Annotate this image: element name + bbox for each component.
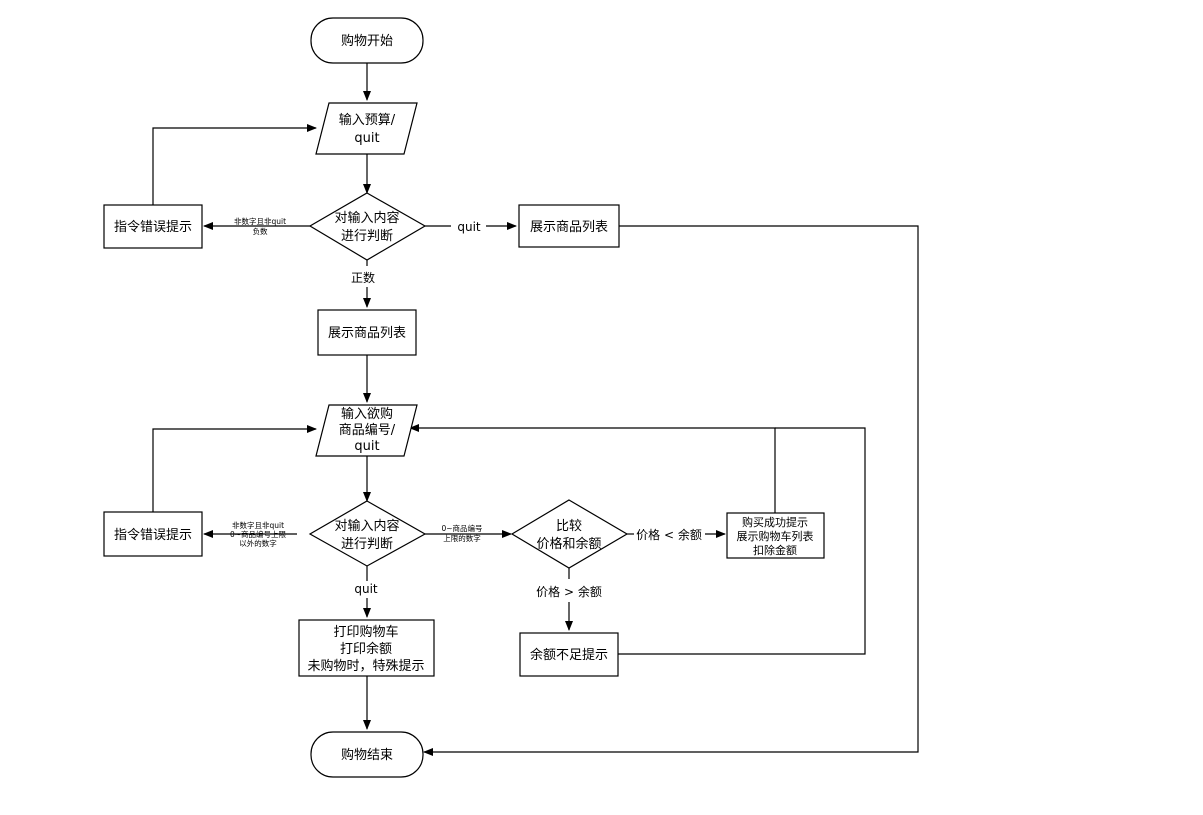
node-input-item-line-2: 商品编号/ [339, 423, 396, 438]
node-print-line-2: 打印余额 [340, 641, 392, 657]
node-list-right: 展示商品列表 [518, 204, 620, 248]
edge-label-item-invalid-line-2: 0~商品编号上限 [230, 529, 287, 539]
process-shape [726, 512, 825, 559]
node-compare-line-1: 比较 [556, 519, 582, 534]
node-insufficient: 余额不足提示 [519, 632, 619, 677]
node-input-budget-line-2: quit [354, 131, 379, 146]
edges [152, 63, 919, 756]
node-compare: 比较 价格和余额 [510, 499, 629, 569]
node-error-bottom-label: 指令错误提示 [114, 527, 192, 543]
node-success-line-1: 购买成功提示 [742, 515, 808, 529]
node-list-right-label: 展示商品列表 [530, 220, 608, 235]
edge-label-budget-invalid-line-1: 非数字且非quit [234, 216, 286, 226]
node-input-item-line-1: 输入欲购 [341, 406, 393, 422]
node-input-budget-line-1: 输入预算/ [339, 112, 396, 128]
node-end: 购物结束 [310, 731, 424, 778]
node-list-main: 展示商品列表 [317, 309, 417, 356]
node-error-bottom: 指令错误提示 [103, 511, 203, 557]
node-insufficient-label: 余额不足提示 [530, 647, 608, 663]
node-start-label: 购物开始 [341, 33, 393, 49]
edge-error-bottom-to-input-item [152, 425, 317, 512]
node-print-line-3: 未购物时，特殊提示 [307, 658, 424, 674]
edge-label-item-quit: quit [354, 582, 378, 596]
node-print-line-1: 打印购物车 [333, 624, 398, 640]
node-judge-item: 对输入内容 进行判断 [308, 500, 427, 567]
node-end-label: 购物结束 [341, 747, 393, 763]
node-judge-budget: 对输入内容 进行判断 [308, 192, 427, 261]
node-input-item-line-3: quit [354, 439, 379, 454]
process-shape [317, 309, 417, 356]
edge-label-budget-quit: quit [457, 220, 481, 234]
node-judge-budget-line-1: 对输入内容 [334, 210, 399, 226]
node-error-top: 指令错误提示 [103, 204, 203, 249]
edge-label-price-lt: 价格 < 余额 [636, 527, 702, 542]
edge-label-item-valid-line-2: 上限的数字 [443, 533, 481, 543]
node-compare-line-2: 价格和余额 [536, 536, 601, 552]
node-success-line-2: 展示购物车列表 [737, 529, 814, 543]
node-print: 打印购物车 打印余额 未购物时，特殊提示 [298, 619, 435, 677]
process-shape [518, 204, 620, 248]
edge-label-budget-invalid-line-2: 负数 [253, 226, 268, 236]
process-shape [298, 619, 435, 677]
terminator-shape [310, 17, 424, 64]
node-judge-item-line-1: 对输入内容 [334, 518, 399, 534]
parallelogram-shape [315, 102, 418, 155]
edge-labels: 非数字且非quit 负数 quit 正数 非数字且非quit 0~商品编号上限 … [230, 216, 702, 599]
node-start: 购物开始 [310, 17, 424, 64]
edge-insufficient-to-input-item [618, 427, 866, 655]
node-error-top-label: 指令错误提示 [114, 219, 192, 235]
edge-label-item-valid-line-1: 0~商品编号 [441, 523, 482, 533]
decision-shape [308, 500, 427, 567]
edge-label-budget-positive: 正数 [351, 270, 375, 285]
decision-shape [510, 499, 629, 569]
edge-label-price-gt: 价格 > 余额 [536, 584, 602, 599]
node-list-main-label: 展示商品列表 [328, 326, 406, 341]
process-shape [103, 511, 203, 557]
process-shape [103, 204, 203, 249]
node-success: 购买成功提示 展示购物车列表 扣除金额 [726, 512, 825, 559]
node-input-item: 输入欲购 商品编号/ quit [315, 404, 418, 457]
process-shape [519, 632, 619, 677]
node-success-line-3: 扣除金额 [753, 543, 797, 557]
edge-label-item-invalid-line-3: 以外的数字 [239, 538, 277, 548]
parallelogram-shape [315, 404, 418, 457]
edge-list-right-to-end [423, 225, 919, 756]
node-input-budget: 输入预算/ quit [315, 102, 418, 155]
edge-success-to-input-item [409, 424, 776, 513]
edge-label-item-invalid-line-1: 非数字且非quit [232, 520, 284, 530]
terminator-shape [310, 731, 424, 778]
node-judge-item-line-2: 进行判断 [341, 537, 393, 552]
node-judge-budget-line-2: 进行判断 [341, 229, 393, 244]
decision-shape [308, 192, 427, 261]
edge-error-top-to-input-budget [152, 124, 317, 205]
